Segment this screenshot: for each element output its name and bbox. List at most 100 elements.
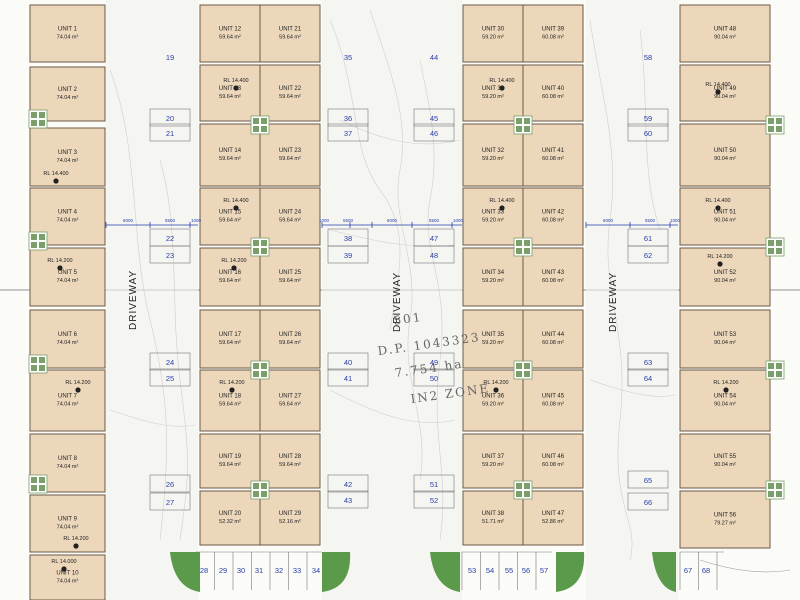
level-point-icon — [715, 89, 721, 95]
unit-outline — [679, 4, 771, 63]
unit-label: UNIT 18 — [219, 394, 242, 400]
unit-label: UNIT 22 — [279, 86, 302, 92]
parking-bay: 21 — [149, 123, 191, 142]
parking-bay: 25 — [149, 368, 191, 387]
bay-number: 34 — [312, 566, 320, 575]
unit-area: 60.08 m² — [542, 35, 564, 41]
unit-label: UNIT 8 — [58, 456, 78, 462]
bay-number: 48 — [430, 251, 438, 260]
unit-area: 59.20 m² — [482, 340, 504, 346]
bay-number: 47 — [430, 234, 438, 243]
unit-area: 59.64 m² — [219, 156, 241, 162]
bay-number: 31 — [255, 566, 263, 575]
unit-area: 90.04 m² — [714, 462, 736, 468]
landscape-planting — [430, 552, 460, 592]
unit-outline — [199, 187, 261, 246]
unit-area: 51.71 m² — [482, 519, 504, 525]
plumbing-fixture-icon — [765, 237, 785, 257]
level-point-icon — [493, 387, 499, 393]
unit-outline — [259, 64, 321, 122]
parking-bay: 43 — [327, 490, 369, 509]
plumbing-fixture-icon — [765, 115, 785, 135]
dimension-value: 5500 — [429, 218, 440, 223]
unit-area: 59.64 m² — [279, 218, 301, 224]
level-point-icon — [53, 178, 59, 184]
dimension-value: 6000 — [603, 218, 614, 223]
parking-bay: 30 — [237, 566, 245, 575]
unit-outline — [199, 247, 261, 307]
parking-bay: 50 — [413, 368, 455, 387]
unit-area: 74.04 m² — [57, 464, 79, 470]
unit-label: UNIT 5 — [58, 270, 78, 276]
unit-label: UNIT 13 — [219, 86, 242, 92]
unit-label: UNIT 30 — [482, 27, 505, 33]
bay-number: 45 — [430, 114, 438, 123]
unit-outline — [259, 490, 321, 546]
unit-outline — [259, 369, 321, 432]
plumbing-fixture-icon — [250, 237, 270, 257]
bay-number: 60 — [644, 129, 652, 138]
bay-number: 52 — [430, 496, 438, 505]
parking-bay: 28 — [200, 566, 208, 575]
unit-label: UNIT 46 — [542, 454, 565, 460]
bay-number: 35 — [344, 53, 352, 62]
driveway-label-center: DRIVEWAY — [392, 272, 403, 332]
unit-outline — [679, 247, 771, 307]
bay-number: 64 — [644, 374, 652, 383]
plumbing-fixture-icon — [250, 115, 270, 135]
level-point-icon — [499, 205, 505, 211]
unit-label: UNIT 23 — [279, 148, 302, 154]
dimension-value: 5500 — [165, 218, 176, 223]
level-marker: RL 14.400 — [223, 198, 249, 211]
unit-outline — [679, 369, 771, 432]
parking-row — [195, 551, 322, 590]
plumbing-fixture-icon — [28, 354, 48, 374]
level-point-icon — [73, 543, 79, 549]
unit-outline — [679, 123, 771, 187]
level-marker: RL 14.000 — [51, 559, 77, 572]
plumbing-fixture-icon — [765, 360, 785, 380]
unit-outline — [29, 4, 106, 63]
unit-label: UNIT 53 — [714, 332, 737, 338]
parking-bay: 66 — [627, 492, 669, 511]
dimension-value: 5500 — [645, 218, 656, 223]
unit-outline — [199, 433, 261, 489]
unit-label: UNIT 29 — [279, 511, 302, 517]
unit-outline — [29, 247, 106, 307]
unit-area: 59.64 m² — [219, 278, 241, 284]
unit-label: UNIT 24 — [279, 210, 302, 216]
level-point-icon — [231, 265, 237, 271]
unit-label: UNIT 48 — [714, 27, 737, 33]
cross-streets — [106, 0, 678, 600]
unit-label: UNIT 3 — [58, 150, 78, 156]
unit-outline — [679, 309, 771, 369]
unit-label: UNIT 10 — [56, 571, 79, 577]
unit-area: 74.04 m² — [57, 35, 79, 41]
parking-bay: 64 — [627, 368, 669, 387]
bay-number: 28 — [200, 566, 208, 575]
unit-label: UNIT 55 — [714, 454, 737, 460]
unit-area: 59.64 m² — [279, 402, 301, 408]
parking-bay: 32 — [275, 566, 283, 575]
unit-area: 74.04 m² — [57, 218, 79, 224]
level-label: RL 14.000 — [51, 559, 76, 565]
unit-area: 59.20 m² — [482, 35, 504, 41]
level-label: RL 14.200 — [65, 380, 90, 386]
bay-number: 36 — [344, 114, 352, 123]
